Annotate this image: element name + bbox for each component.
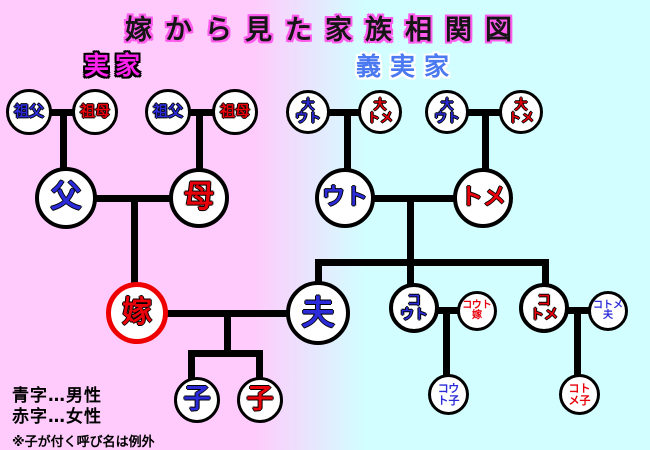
connector-line [443,307,450,377]
node-mother-in-law: トメ [453,168,513,228]
node-husband: 夫 [286,281,350,345]
node-label: 大 ウト [433,97,460,126]
node-son: 子 [174,377,220,423]
connector-line [315,259,322,286]
node-bride: 嫁 [106,282,168,344]
node-brother-in-law: コ ウト [389,283,439,333]
node-label: 子 [183,384,211,416]
node-label: 大 トメ [507,97,534,126]
legend-female: 赤字…女性 [12,407,102,428]
node-sister-in-law-husband: コトメ 夫 [588,291,628,331]
page-title: 嫁から見た家族相関図 [125,15,525,46]
connector-line [407,259,414,286]
right-section-label: 義実家 [356,52,459,81]
node-sister-in-law-child: コト メ子 [559,374,600,415]
connector-line [482,109,489,171]
connector-line [542,259,549,286]
node-label: コウト 嫁 [462,299,492,321]
legend-male: 青字…男性 [12,386,102,406]
connector-line [315,259,549,266]
node-label: コウ ト子 [437,382,460,407]
node-label: コ トメ [530,292,558,323]
node-label: コトメ 夫 [593,299,623,321]
node-label: 大 ウト [294,97,321,126]
connector-line [60,109,67,171]
node-husband-grandmother-2: 大 トメ [499,90,543,134]
legend-note: ※子が付く呼び名は例外 [12,435,155,450]
node-label: ウト [322,184,368,211]
connector-line [344,109,351,171]
connector-line [224,310,231,357]
node-father: 父 [35,167,97,229]
node-mother: 母 [169,168,229,228]
node-husband-grandfather-1: 大 ウト [286,90,330,134]
node-brother-in-law-wife: コウト 嫁 [457,291,497,331]
node-label: 祖父 [152,102,183,121]
node-husband-grandfather-2: 大 ウト [425,90,469,134]
node-label: 父 [50,179,82,216]
node-grandmother-2: 祖母 [212,89,258,135]
connector-line [256,350,263,380]
node-husband-grandmother-1: 大 トメ [358,90,402,134]
node-label: コト メ子 [568,382,591,407]
connector-line [188,350,263,357]
connector-line [188,350,195,380]
node-label: 祖母 [79,102,110,121]
node-label: 子 [246,384,274,416]
node-brother-in-law-child: コウ ト子 [428,374,469,415]
node-daughter: 子 [237,377,283,423]
left-section-label: 実家 [84,51,147,80]
connector-line [345,195,483,202]
node-grandfather-1: 祖父 [6,89,52,135]
node-label: 祖母 [219,102,250,121]
node-label: トメ [460,184,506,211]
node-label: 母 [183,179,215,216]
connector-line [131,195,138,285]
node-label: 大 トメ [366,97,393,126]
node-label: 嫁 [122,294,152,330]
legend: 青字…男性 赤字…女性 ※子が付く呼び名は例外 [12,386,155,450]
connector-line [574,307,581,377]
node-sister-in-law: コ トメ [519,283,569,333]
node-label: 夫 [301,293,335,333]
node-label: コ ウト [400,292,428,323]
connector-line [407,195,414,266]
node-label: 祖父 [13,102,44,121]
connector-line [196,109,203,171]
node-grandmother-1: 祖母 [72,89,118,135]
node-grandfather-2: 祖父 [145,89,191,135]
node-father-in-law: ウト [315,168,375,228]
